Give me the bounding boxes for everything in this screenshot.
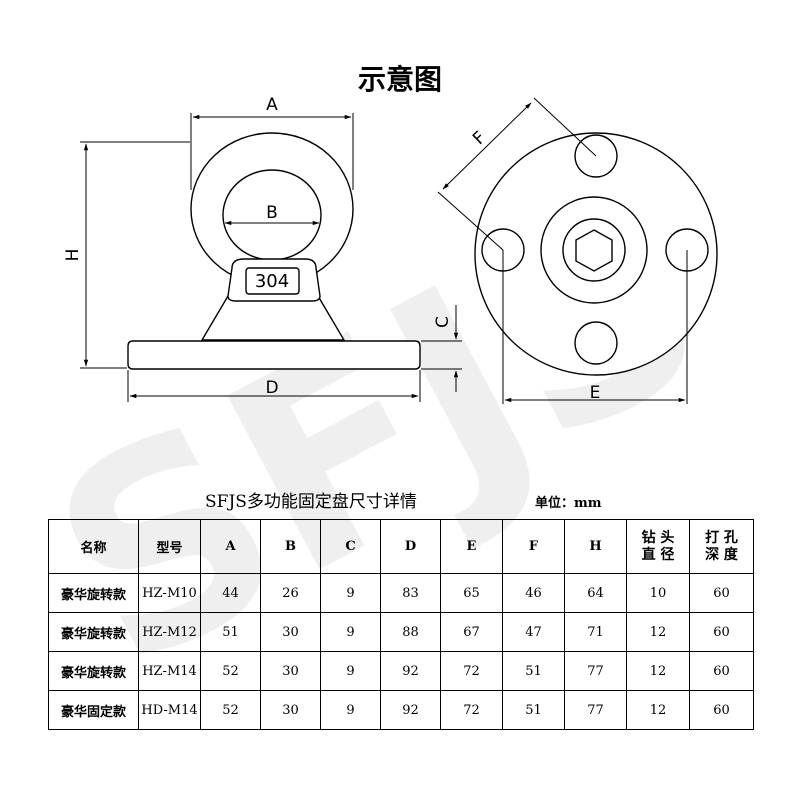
hex-socket — [575, 229, 613, 272]
model-cell: HD-M14 — [138, 690, 201, 730]
unit-label: 单位：mm — [535, 496, 602, 511]
model-cell: HZ-M12 — [138, 612, 201, 652]
product-diagram: 304 A B D H C — [63, 95, 718, 404]
header-f: F — [502, 519, 565, 574]
product-name-cell: 豪华固定款 — [48, 690, 139, 730]
value-cell: 77 — [564, 690, 627, 730]
value-cell: 47 — [502, 612, 565, 652]
dim-line-f — [442, 102, 532, 190]
value-cell: 60 — [689, 573, 754, 613]
side-view — [127, 132, 421, 370]
product-name-cell: 豪华旋转款 — [48, 573, 139, 613]
label-c: C — [433, 316, 453, 328]
value-cell: 51 — [200, 612, 261, 652]
table-header-row: 名称 型号 A B C D E F H 钻 头 直 径 打 孔 深 度 — [48, 519, 754, 574]
header-d: D — [380, 519, 441, 574]
hub-inner — [562, 218, 626, 282]
value-cell: 77 — [564, 651, 627, 691]
value-cell: 12 — [626, 690, 690, 730]
base-plate — [127, 340, 421, 370]
value-cell: 88 — [380, 612, 441, 652]
value-cell: 52 — [200, 690, 261, 730]
value-cell: 65 — [440, 573, 503, 613]
header-b: B — [260, 519, 321, 574]
spec-table: 名称 型号 A B C D E F H 钻 头 直 径 打 孔 深 度 豪华旋转… — [48, 519, 754, 730]
value-cell: 64 — [564, 573, 627, 613]
page-title: 示意图 — [357, 63, 442, 96]
bolt-hole-top — [574, 134, 618, 178]
product-name-cell: 豪华旋转款 — [48, 612, 139, 652]
header-drill-depth: 打 孔 深 度 — [689, 519, 754, 574]
value-cell: 72 — [440, 651, 503, 691]
value-cell: 12 — [626, 651, 690, 691]
top-view — [474, 132, 718, 376]
value-cell: 10 — [626, 573, 690, 613]
value-cell: 9 — [320, 612, 381, 652]
model-cell: HZ-M14 — [138, 651, 201, 691]
value-cell: 44 — [200, 573, 261, 613]
value-cell: 9 — [320, 651, 381, 691]
hub-circle — [540, 196, 648, 304]
product-name-cell: 豪华旋转款 — [48, 651, 139, 691]
label-b: B — [266, 203, 278, 223]
value-cell: 60 — [689, 612, 754, 652]
value-cell: 30 — [260, 651, 321, 691]
value-cell: 60 — [689, 651, 754, 691]
header-c: C — [320, 519, 381, 574]
table-caption: SFJS多功能固定盘尺寸详情 — [205, 492, 417, 512]
value-cell: 83 — [380, 573, 441, 613]
header-name: 名称 — [48, 519, 139, 574]
header-a: A — [200, 519, 261, 574]
pedestal — [200, 295, 346, 341]
value-cell: 26 — [260, 573, 321, 613]
label-d: D — [265, 378, 278, 398]
material-plate — [245, 267, 300, 295]
header-drill-diameter: 钻 头 直 径 — [626, 519, 690, 574]
label-a: A — [266, 95, 278, 115]
material-label: 304 — [255, 271, 289, 292]
label-h: H — [63, 249, 83, 262]
value-cell: 52 — [200, 651, 261, 691]
value-cell: 9 — [320, 573, 381, 613]
value-cell: 12 — [626, 612, 690, 652]
value-cell: 72 — [440, 690, 503, 730]
model-cell: HZ-M10 — [138, 573, 201, 613]
value-cell: 92 — [380, 651, 441, 691]
header-h: H — [564, 519, 627, 574]
value-cell: 9 — [320, 690, 381, 730]
value-cell: 51 — [502, 690, 565, 730]
value-cell: 60 — [689, 690, 754, 730]
label-e: E — [590, 383, 601, 403]
value-cell: 46 — [502, 573, 565, 613]
value-cell: 71 — [564, 612, 627, 652]
header-e: E — [440, 519, 503, 574]
flange-outer — [474, 132, 718, 376]
value-cell: 92 — [380, 690, 441, 730]
bolt-hole-bottom — [574, 321, 618, 365]
header-model: 型号 — [138, 519, 201, 574]
value-cell: 51 — [502, 651, 565, 691]
value-cell: 30 — [260, 690, 321, 730]
value-cell: 30 — [260, 612, 321, 652]
value-cell: 67 — [440, 612, 503, 652]
